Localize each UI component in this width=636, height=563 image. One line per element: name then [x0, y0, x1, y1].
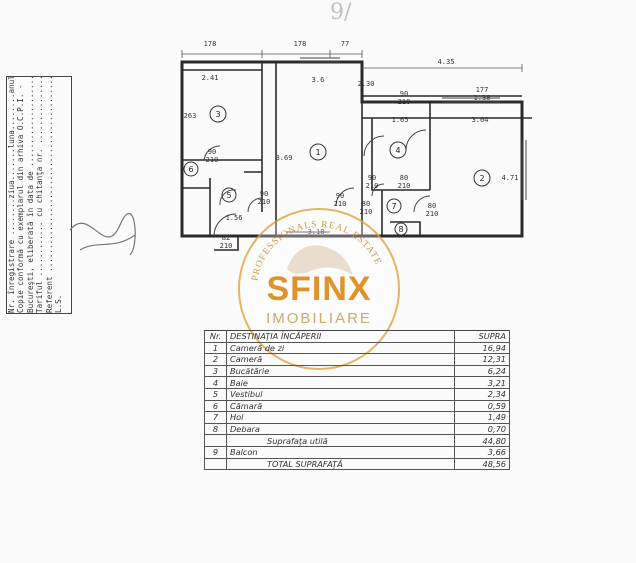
row-nr: 4 [204, 376, 227, 389]
row-surface: 2,34 [454, 387, 510, 401]
dim: 90 [368, 174, 376, 182]
row-surface: 6,24 [454, 364, 510, 378]
dim: 210 [206, 156, 219, 164]
row-nr: 9 [204, 445, 227, 459]
dim: 210 [398, 98, 411, 106]
dim: 2.30 [358, 80, 375, 88]
dim: 90 [260, 190, 268, 198]
header-nr: Nr. [204, 330, 227, 343]
row-nr: 7 [204, 411, 227, 424]
room-number: 2 [479, 174, 484, 183]
row-name: Debara [226, 422, 455, 436]
surfaces-table: Nr. DESTINAŢIA ÎNCĂPERII SUPRA 1 Cameră … [204, 330, 510, 471]
table-row-total: TOTAL SUPRAFAŢĂ 48,56 [204, 457, 510, 471]
row-nr: 3 [204, 364, 227, 378]
header-destination: DESTINAŢIA ÎNCĂPERII [226, 330, 455, 343]
registration-stamp: Nr. înregistrare ........ziua.......luna… [6, 76, 72, 314]
row-surface: 48,56 [454, 457, 510, 471]
dim: 3.69 [276, 154, 293, 162]
floor-plan: 178 178 77 4.35 2.41 3.6 2.30 90 210 177… [180, 40, 532, 251]
row-surface: 12,31 [454, 353, 510, 366]
room-number: 6 [188, 165, 193, 174]
dim: 1.56 [226, 214, 243, 222]
header-surface: SUPRA [454, 330, 510, 343]
room-number: 1 [315, 148, 320, 157]
row-surface: 3,66 [454, 445, 510, 459]
row-name: Cameră [226, 353, 455, 366]
dim: 82 [222, 234, 230, 242]
dim: 80 [362, 200, 370, 208]
dim: 263 [184, 112, 197, 120]
table-row: 1 Cameră de zi 16,94 [204, 341, 510, 355]
row-name: Cameră de zi [226, 341, 455, 355]
row-nr: 5 [204, 387, 227, 401]
dim: 210 [360, 208, 373, 216]
dim: 210 [426, 210, 439, 218]
table-row: 4 Baie 3,21 [204, 376, 510, 389]
dim: 80 [428, 202, 436, 210]
row-nr: 8 [204, 422, 227, 436]
table-row: 2 Cameră 12,31 [204, 353, 510, 366]
dim: 210 [366, 182, 379, 190]
dim-top: 4.35 [438, 58, 455, 66]
dim: 177 [476, 86, 489, 94]
dim: 3.6 [312, 76, 325, 84]
row-surface: 3,21 [454, 376, 510, 389]
dim: 90 [400, 90, 408, 98]
row-nr: 2 [204, 353, 227, 366]
row-name: Balcon [226, 445, 455, 459]
row-nr [204, 457, 227, 471]
table-row: 6 Cămară 0,59 [204, 399, 510, 413]
row-surface: 0,59 [454, 399, 510, 413]
signature-scribble [69, 213, 136, 256]
room-number: 4 [395, 146, 400, 155]
dim-top: 178 [294, 40, 307, 48]
dim: 210 [334, 200, 347, 208]
row-surface: 0,70 [454, 422, 510, 436]
table-header-row: Nr. DESTINAŢIA ÎNCĂPERII SUPRA [204, 330, 510, 343]
table-row: 5 Vestibul 2,34 [204, 387, 510, 401]
dim-top: 77 [341, 40, 349, 48]
dim-top: 178 [204, 40, 217, 48]
dim: 210 [398, 182, 411, 190]
dim: 90 [208, 148, 216, 156]
handwritten-mark: 9/ [330, 0, 352, 25]
row-surface: 16,94 [454, 341, 510, 355]
table-row: 3 Bucătărie 6,24 [204, 364, 510, 378]
row-name: Bucătărie [226, 364, 455, 378]
row-nr [204, 434, 227, 447]
dim: 90 [336, 192, 344, 200]
row-name: Hol [226, 411, 455, 424]
room-number: 5 [226, 191, 231, 200]
dim: 80 [400, 174, 408, 182]
row-name: Baie [226, 376, 455, 389]
row-name: Vestibul [226, 387, 455, 401]
room-number: 3 [215, 110, 220, 119]
room-number: 7 [391, 202, 396, 211]
row-name: Suprafaţa utilă [226, 434, 455, 447]
row-surface: 44,80 [454, 434, 510, 447]
dim: 1.65 [392, 116, 409, 124]
dim: 3.18 [308, 228, 325, 236]
row-surface: 1,49 [454, 411, 510, 424]
dim: 210 [220, 242, 233, 250]
table-row: 8 Debara 0,70 [204, 422, 510, 436]
table-row: 9 Balcon 3,66 [204, 445, 510, 459]
row-name: Cămară [226, 399, 455, 413]
row-nr: 1 [204, 341, 227, 355]
watermark-title: SFINX [266, 270, 372, 308]
table-row-subtotal: Suprafaţa utilă 44,80 [204, 434, 510, 447]
table-row: 7 Hol 1,49 [204, 411, 510, 424]
dim: 4.71 [502, 174, 519, 182]
row-nr: 6 [204, 399, 227, 413]
dim: 1.38 [474, 94, 491, 102]
room-number: 8 [398, 225, 403, 234]
row-name: TOTAL SUPRAFAŢĂ [226, 457, 455, 471]
watermark-subtitle: IMOBILIARE [266, 310, 372, 327]
dim: 3.04 [472, 116, 489, 124]
dim: 210 [258, 198, 271, 206]
dim: 2.41 [202, 74, 219, 82]
